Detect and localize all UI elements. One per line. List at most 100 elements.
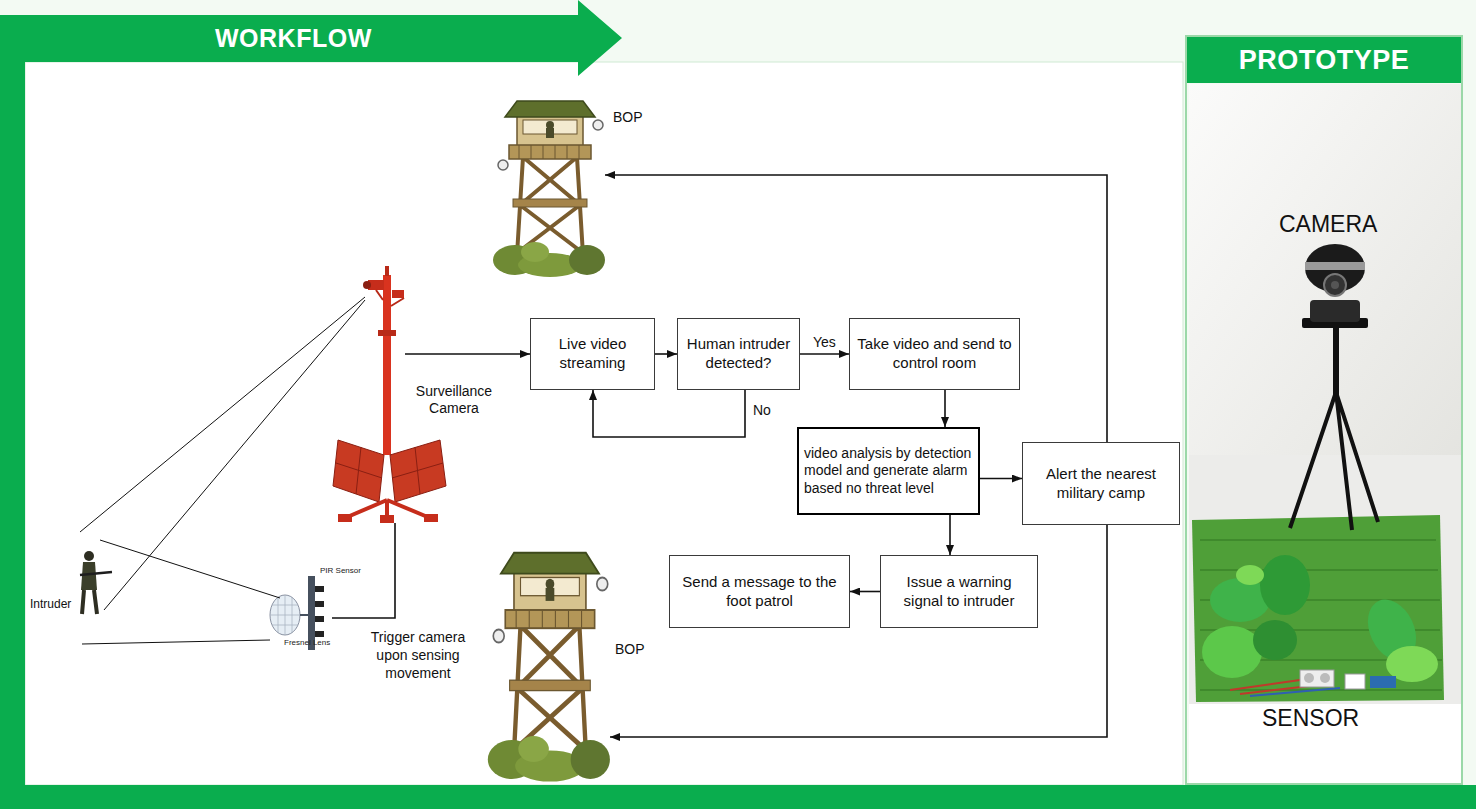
process-box: Send a message to the foot patrol	[669, 555, 850, 628]
surveillance-camera-picture	[363, 281, 371, 289]
part-label: SENSOR	[1262, 705, 1359, 733]
box-text: Send a message to the foot patrol	[676, 573, 843, 611]
prototype-photo	[1290, 392, 1378, 530]
process-box: video analysis by detection model and ge…	[797, 427, 980, 515]
intruder-figure	[80, 297, 365, 532]
flow-arrow	[850, 591, 880, 593]
intruder-figure	[84, 551, 94, 561]
prototype-photo	[1189, 704, 1461, 784]
prototype-photo	[1260, 555, 1310, 615]
frame	[25, 62, 1183, 785]
prototype-photo	[1202, 626, 1262, 678]
prototype-photo	[1250, 688, 1340, 696]
tower-label: BOP	[613, 109, 643, 126]
flow-arrow	[980, 478, 1022, 480]
box-text: Take video and send to control room	[856, 335, 1013, 373]
prototype-photo	[1192, 515, 1444, 702]
sensor-part-label: PIR Sensor	[320, 567, 361, 576]
intruder-figure	[80, 572, 112, 575]
process-box: Take video and send to control room	[849, 318, 1020, 390]
flow-arrow	[610, 525, 1107, 737]
pir-sensor-picture	[270, 595, 300, 635]
sensor-part-label: Fresnel Lens	[284, 639, 330, 648]
prototype-photo	[1345, 674, 1365, 689]
frame	[0, 15, 25, 809]
surveillance-camera-picture	[378, 330, 396, 336]
box-text: Live video streaming	[537, 335, 648, 373]
edge-label: Trigger camera upon sensing movement	[362, 628, 474, 683]
surveillance-camera-picture	[336, 447, 443, 494]
surveillance-camera-picture	[345, 500, 430, 523]
panel-heading: PROTOTYPE	[1187, 37, 1461, 83]
edge-label: Yes	[811, 334, 838, 351]
intruder-figure	[104, 300, 365, 610]
prototype-photo	[1331, 281, 1339, 289]
prototype-photo	[1189, 84, 1461, 704]
flow-arrow	[655, 353, 677, 355]
pir-sensor-picture	[315, 586, 324, 592]
pir-sensor-picture	[270, 595, 300, 635]
box-text: video analysis by detection model and ge…	[804, 445, 973, 496]
box-text: Alert the nearest military camp	[1029, 465, 1173, 503]
prototype-photo	[1310, 300, 1360, 322]
surveillance-camera-picture	[424, 514, 438, 522]
prototype-panel: PROTOTYPE	[1185, 35, 1463, 785]
surveillance-camera: Surveillance Camera	[325, 265, 405, 523]
prototype-photo	[1253, 620, 1297, 660]
watch-tower-picture	[488, 101, 610, 782]
surveillance-camera-picture	[380, 515, 394, 523]
pir-sensor-picture	[315, 631, 324, 637]
decision-box: Human intruder detected?	[677, 318, 800, 390]
flow-arrow	[605, 175, 1107, 442]
box-text: Human intruder detected?	[684, 335, 793, 373]
prototype-photo	[1189, 84, 1461, 464]
intruder-figure	[82, 640, 270, 644]
prototype-photo	[1320, 673, 1330, 683]
panel-heading: WORKFLOW	[215, 24, 372, 53]
pir-sensor-picture	[300, 614, 308, 616]
surveillance-camera-picture	[385, 266, 389, 276]
camera-label: Surveillance Camera	[408, 383, 500, 417]
flow-arrow	[593, 390, 745, 437]
surveillance-camera-picture	[376, 290, 404, 306]
box-text: Issue a warning signal to intruder	[887, 573, 1031, 611]
watch-tower: BOP	[490, 545, 610, 780]
prototype-photo	[1236, 565, 1264, 585]
prototype-photo	[1189, 455, 1461, 705]
prototype-photo	[1200, 540, 1442, 690]
process-box: Live video streaming	[530, 318, 655, 390]
flow-arrow	[405, 353, 530, 355]
process-box: Issue a warning signal to intruder	[880, 555, 1038, 628]
alert-box: Alert the nearest military camp	[1022, 442, 1180, 525]
prototype-photo	[1304, 673, 1314, 683]
figure-label: Intruder	[30, 597, 71, 611]
surveillance-camera-picture	[338, 514, 352, 522]
prototype-photo	[1305, 262, 1365, 270]
watch-tower-picture	[493, 101, 605, 277]
prototype-photo	[1305, 244, 1365, 292]
surveillance-camera-picture	[392, 290, 404, 298]
frame	[0, 0, 622, 76]
flow-arrow	[949, 515, 951, 555]
surveillance-camera-picture	[383, 275, 391, 455]
edge-label: No	[751, 402, 773, 419]
watch-tower-picture	[488, 553, 610, 782]
watch-tower: BOP	[495, 95, 605, 275]
prototype-photo	[1300, 670, 1334, 687]
prototype-photo	[1370, 676, 1396, 688]
flow-arrow	[944, 390, 946, 427]
prototype-photo	[1189, 84, 1461, 784]
intruder-figure	[100, 540, 280, 598]
pir-sensor-picture	[315, 616, 324, 622]
pir-sensor: PIR SensorFresnel Lens	[268, 565, 332, 650]
intruder-figure	[81, 562, 97, 590]
tower-label: BOP	[615, 641, 645, 658]
intruder-figure	[82, 590, 97, 614]
prototype-photo	[1333, 325, 1339, 395]
prototype-photo	[1324, 274, 1346, 296]
part-label: CAMERA	[1279, 211, 1377, 239]
